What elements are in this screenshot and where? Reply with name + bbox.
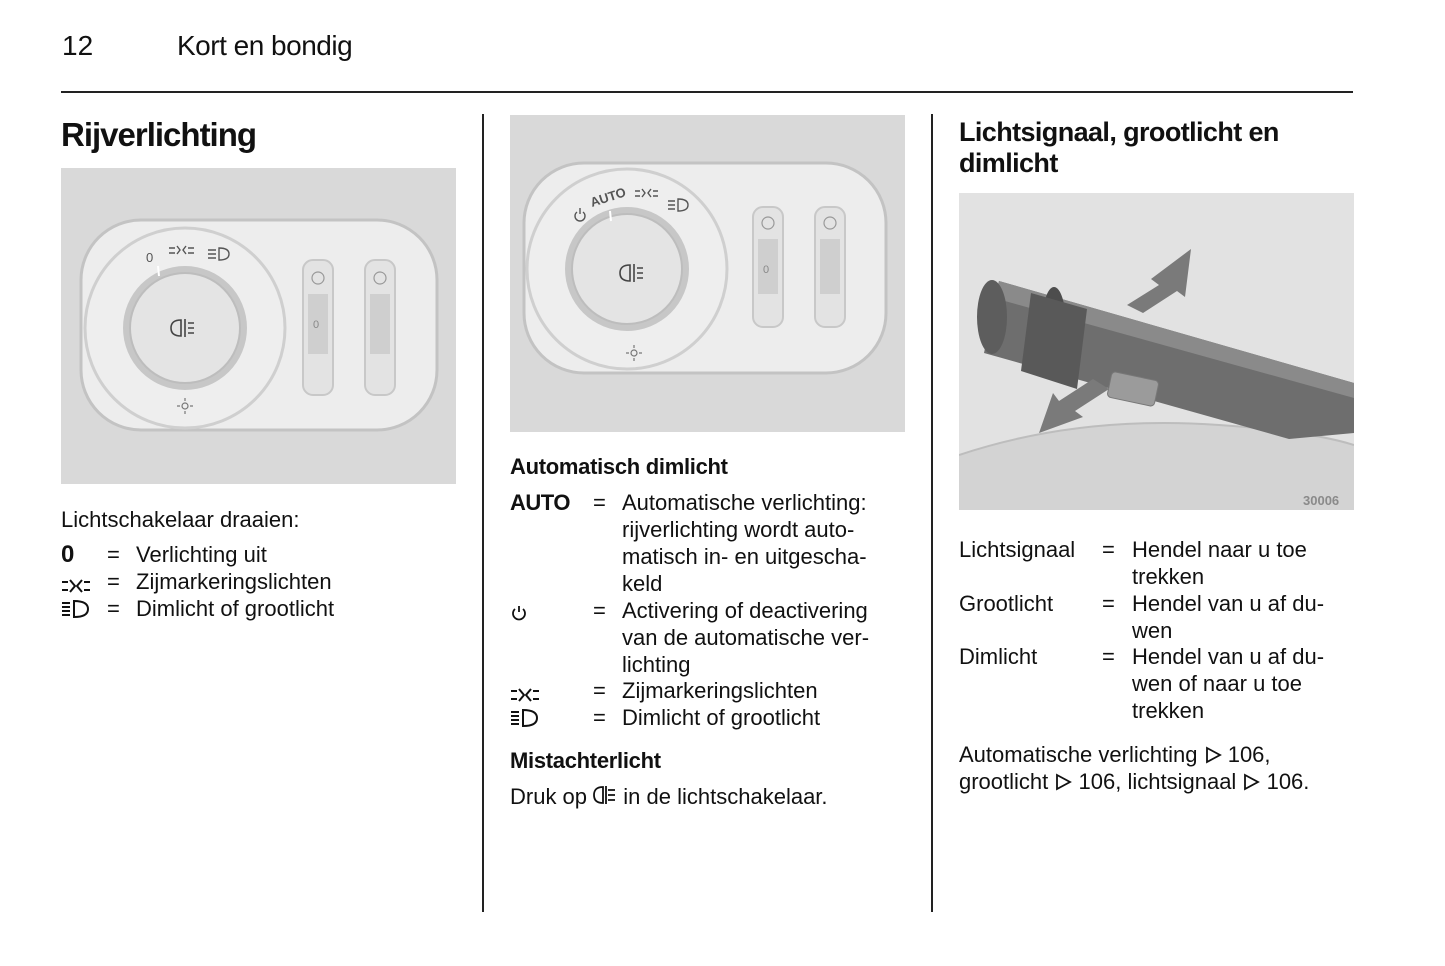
section-title-lichtsignaal: Lichtsignaal, grootlicht en dimlicht bbox=[959, 117, 1279, 178]
list-item: Dimlicht = Hendel van u af du- wen of na… bbox=[959, 644, 1325, 723]
list-item: = Dimlicht of grootlicht bbox=[61, 595, 451, 622]
page-number: 12 bbox=[62, 30, 94, 61]
switch-off-label: 0 bbox=[146, 250, 153, 265]
power-icon bbox=[510, 601, 528, 628]
page-link[interactable]: 106, bbox=[1227, 742, 1271, 767]
dashboard-sun-symbol bbox=[626, 345, 642, 361]
page-reference-arrow-icon bbox=[1242, 770, 1261, 797]
column-divider-1 bbox=[482, 114, 484, 912]
section-title-rijverlichting: Rijverlichting bbox=[61, 116, 257, 153]
list-item: Grootlicht = Hendel van u af du- wen bbox=[959, 591, 1325, 643]
page-reference-arrow-icon bbox=[1204, 743, 1222, 770]
page-reference-arrow-icon bbox=[1054, 770, 1073, 797]
page-link[interactable]: 106, bbox=[1078, 769, 1122, 794]
list-item: = Activering of deactivering van de auto… bbox=[510, 597, 910, 678]
list-item: = Zijmarkeringslichten bbox=[510, 677, 910, 704]
light-switch-figure: 0 0 bbox=[61, 168, 456, 484]
section-title-automatisch-dimlicht: Automatisch dimlicht bbox=[510, 454, 728, 479]
header-rule bbox=[61, 91, 1353, 93]
auto-light-switch-figure: AUTO 0 bbox=[510, 115, 905, 432]
list-item: = Zijmarkeringslichten bbox=[61, 568, 451, 595]
arrow-up-icon bbox=[1127, 249, 1191, 313]
rear-fog-symbol bbox=[619, 264, 643, 282]
chapter-title: Kort en bondig bbox=[177, 30, 353, 61]
switch-dipped-beam-symbol bbox=[208, 247, 230, 261]
side-marker-lights-icon bbox=[61, 573, 91, 600]
figure-number: 30006 bbox=[1303, 493, 1339, 508]
dipped-beam-icon bbox=[510, 707, 540, 734]
reference-line-1: Automatische verlichting 106, bbox=[959, 741, 1271, 770]
switch-power-symbol bbox=[574, 208, 586, 222]
list-item: Lichtsignaal = Hendel naar u toe trekken bbox=[959, 537, 1307, 589]
switch-side-marker-symbol bbox=[635, 188, 658, 198]
stalk-lever-figure: 30006 bbox=[959, 193, 1354, 510]
off-icon: 0 bbox=[61, 541, 75, 568]
list-item: = Dimlicht of grootlicht bbox=[510, 704, 910, 731]
rear-fog-icon bbox=[593, 784, 617, 812]
wheel-zero-label: 0 bbox=[313, 319, 319, 331]
switch-intro: Lichtschakelaar draaien: bbox=[61, 507, 300, 532]
wheel-zero-label: 0 bbox=[763, 264, 769, 276]
arrow-down-icon bbox=[1039, 379, 1109, 433]
list-item: 0 = Verlichting uit bbox=[61, 541, 267, 568]
reference-line-2: grootlicht 106, lichtsignaal 106. bbox=[959, 768, 1309, 797]
lever-stalk bbox=[977, 280, 1354, 439]
rear-fog-instruction: Druk op in de lichtschakelaar. bbox=[510, 783, 828, 812]
switch-side-marker-symbol bbox=[169, 245, 194, 255]
switch-dipped-beam-symbol bbox=[668, 198, 689, 212]
section-title-mistachterlicht: Mistachterlicht bbox=[510, 748, 661, 773]
page-link[interactable]: 106. bbox=[1266, 769, 1310, 794]
dipped-beam-icon bbox=[61, 598, 91, 625]
column-divider-2 bbox=[931, 114, 933, 912]
dashboard-sun-symbol bbox=[177, 398, 193, 414]
side-marker-lights-icon bbox=[510, 682, 540, 709]
list-item: AUTO = Automatische verlichting: rijverl… bbox=[510, 490, 867, 596]
rear-fog-symbol bbox=[170, 319, 194, 337]
